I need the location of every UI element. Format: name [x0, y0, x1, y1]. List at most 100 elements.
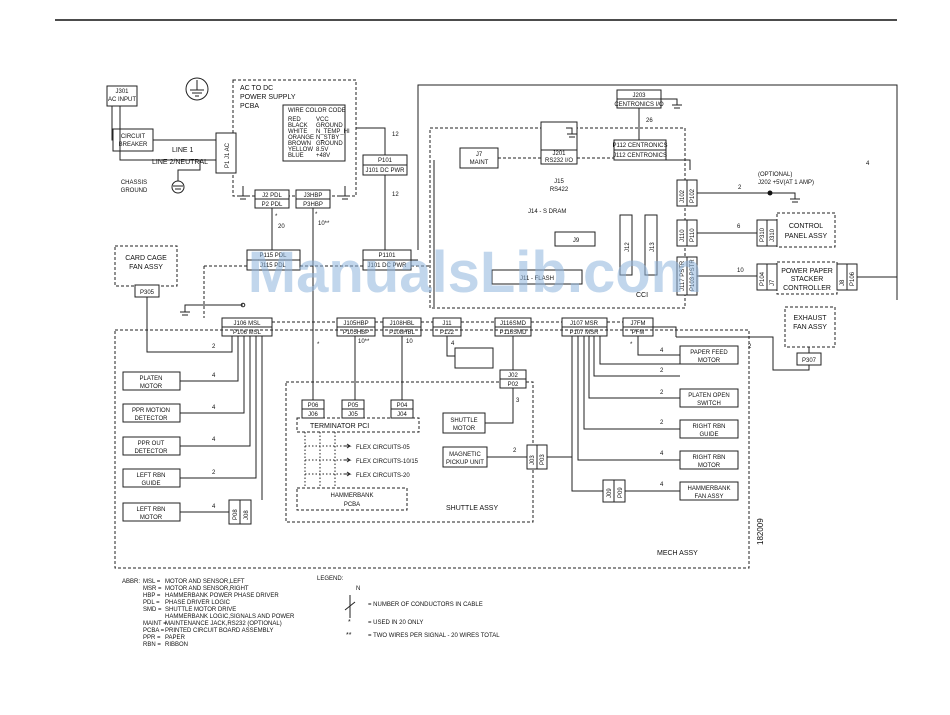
- p08-j08-connector: P08 J08: [228, 499, 252, 525]
- svg-text:FAN ASSY: FAN ASSY: [793, 324, 827, 331]
- ac-input-box: J301 AC INPUT: [106, 85, 138, 107]
- platen-open-switch-box: PLATEN OPEN SWITCH: [679, 388, 739, 408]
- svg-text:N_STBY: N_STBY: [316, 135, 339, 141]
- svg-text:PCBA: PCBA: [344, 502, 360, 508]
- svg-text:AC INPUT: AC INPUT: [108, 97, 136, 103]
- svg-text:RS232 I/O: RS232 I/O: [545, 158, 573, 164]
- svg-text:J7FM: J7FM: [631, 321, 646, 327]
- p1-j1ac-connector: P1 J1 AC: [215, 132, 237, 174]
- svg-text:J04: J04: [397, 412, 407, 418]
- svg-text:HAMMERBANK LOGIC,SIGNALS AND P: HAMMERBANK LOGIC,SIGNALS AND POWER: [165, 614, 295, 620]
- left-rbn-guide-wire: [180, 336, 257, 479]
- svg-text:RS422: RS422: [550, 187, 569, 193]
- ground-icon: [566, 127, 577, 138]
- exhaust-fan-box: EXHAUST FAN ASSY: [784, 306, 836, 348]
- svg-text:J15: J15: [554, 179, 564, 185]
- svg-text:MAINT: MAINT: [470, 160, 489, 166]
- svg-text:DETECTOR: DETECTOR: [135, 416, 169, 422]
- svg-text:LEGEND:: LEGEND:: [317, 576, 344, 582]
- line2-label: LINE 2/NEUTRAL: [152, 159, 208, 166]
- p101-connector: P101 J101 DC PWR: [362, 154, 408, 176]
- svg-text:P03: P03: [540, 454, 546, 465]
- shuttle-motor-wire: [485, 388, 514, 424]
- svg-text:8.5V: 8.5V: [316, 147, 328, 153]
- svg-text:MOTOR: MOTOR: [698, 358, 721, 364]
- svg-text:GROUND: GROUND: [316, 141, 343, 147]
- count: 3: [516, 398, 520, 404]
- j201-box: J201 RS232 I/O: [540, 121, 578, 165]
- p305-connector: P305: [134, 284, 160, 298]
- svg-text:P107 MSR: P107 MSR: [569, 330, 599, 336]
- svg-text:+48V: +48V: [316, 153, 330, 159]
- j11-flash-box: J11 - FLASH: [491, 269, 583, 285]
- svg-text:PICKUP UNIT: PICKUP UNIT: [446, 460, 484, 466]
- cci-label: CCI: [636, 292, 648, 299]
- svg-text:*: *: [348, 619, 351, 626]
- svg-text:J8: J8: [840, 279, 846, 286]
- svg-text:P06: P06: [308, 403, 319, 409]
- chassis-label: CHASSIS: [121, 180, 147, 186]
- earth-ground-icon: [185, 77, 209, 101]
- j106-msl-connector: J106 MSL P106 MSL: [221, 317, 273, 337]
- j203-box: J203 CENTRONICS I/O: [614, 89, 664, 109]
- svg-text:BREAKER: BREAKER: [119, 142, 148, 148]
- count: 2: [212, 344, 216, 350]
- svg-text:= USED IN 20 ONLY: = USED IN 20 ONLY: [368, 620, 423, 626]
- svg-text:P08: P08: [233, 509, 239, 520]
- j02-p02-connector: J02 P02: [499, 369, 527, 389]
- count: 2: [660, 368, 664, 374]
- svg-text:J7: J7: [770, 279, 776, 286]
- figure-number: 182009: [756, 518, 765, 545]
- svg-text:ABBR:: ABBR:: [122, 579, 140, 585]
- svg-text:J112 CENTRONICS: J112 CENTRONICS: [613, 153, 667, 159]
- svg-text:J310: J310: [770, 228, 776, 242]
- right-rbn-guide-wire: [583, 336, 680, 430]
- hammerbank-fan-box: HAMMERBANK FAN ASSY: [679, 481, 739, 501]
- svg-text:PLATEN OPEN: PLATEN OPEN: [688, 393, 730, 399]
- svg-text:BLUE: BLUE: [288, 153, 304, 159]
- svg-text:MSR =: MSR =: [143, 586, 162, 592]
- svg-text:RED: RED: [288, 117, 301, 123]
- svg-text:J08: J08: [244, 510, 250, 520]
- count: 10**: [318, 221, 330, 227]
- svg-text:J02: J02: [508, 373, 518, 379]
- svg-text:MOTOR: MOTOR: [140, 384, 163, 390]
- paper-feed-motor-box: PAPER FEED MOTOR: [679, 345, 739, 365]
- shuttle-assy-label: SHUTTLE ASSY: [446, 505, 498, 512]
- p122-wire: [446, 336, 455, 357]
- j105-hbp-connector: J105HBP P105HBP: [336, 317, 376, 337]
- pfm-connector: J7FM PFM: [622, 317, 654, 337]
- pfm-link: [653, 326, 677, 337]
- count: 12: [392, 132, 399, 138]
- maint-jack-block: [454, 347, 494, 369]
- svg-text:P101: P101: [378, 158, 393, 164]
- count: 4: [212, 373, 216, 379]
- count: 4: [212, 437, 216, 443]
- svg-text:P1101: P1101: [379, 253, 397, 259]
- svg-text:**: **: [346, 632, 352, 639]
- svg-text:J101 DC PWR: J101 DC PWR: [367, 263, 407, 269]
- svg-text:P116SMD: P116SMD: [500, 330, 528, 336]
- svg-text:J09: J09: [607, 488, 613, 498]
- svg-text:FAN ASSY: FAN ASSY: [129, 264, 163, 271]
- svg-text:P115 PDL: P115 PDL: [260, 253, 288, 259]
- count: 4: [660, 348, 664, 354]
- ppr-motion-detector-box: PPR MOTION DETECTOR: [122, 403, 181, 423]
- svg-text:J107 MSR: J107 MSR: [570, 321, 599, 327]
- p310-connector: P310 J310: [756, 219, 778, 247]
- svg-text:POWER PAPER: POWER PAPER: [781, 268, 833, 275]
- svg-text:HAMMERBANK: HAMMERBANK: [687, 486, 730, 492]
- line1-label: LINE 1: [172, 147, 194, 154]
- ac-wire: [111, 106, 113, 141]
- count: 2: [513, 448, 517, 454]
- svg-text:J203: J203: [632, 93, 646, 99]
- svg-text:= TWO WIRES PER SIGNAL - 20 WI: = TWO WIRES PER SIGNAL - 20 WIRES TOTAL: [368, 633, 500, 639]
- p112-centronics-box: P112 CENTRONICS J112 CENTRONICS: [613, 139, 667, 161]
- count: 2: [738, 185, 742, 191]
- p06-connector: P06 J06: [301, 399, 325, 419]
- svg-text:POWER SUPPLY: POWER SUPPLY: [240, 94, 296, 101]
- ground-icon: [340, 186, 350, 200]
- shuttle-motor-box: SHUTTLE MOTOR: [442, 412, 486, 434]
